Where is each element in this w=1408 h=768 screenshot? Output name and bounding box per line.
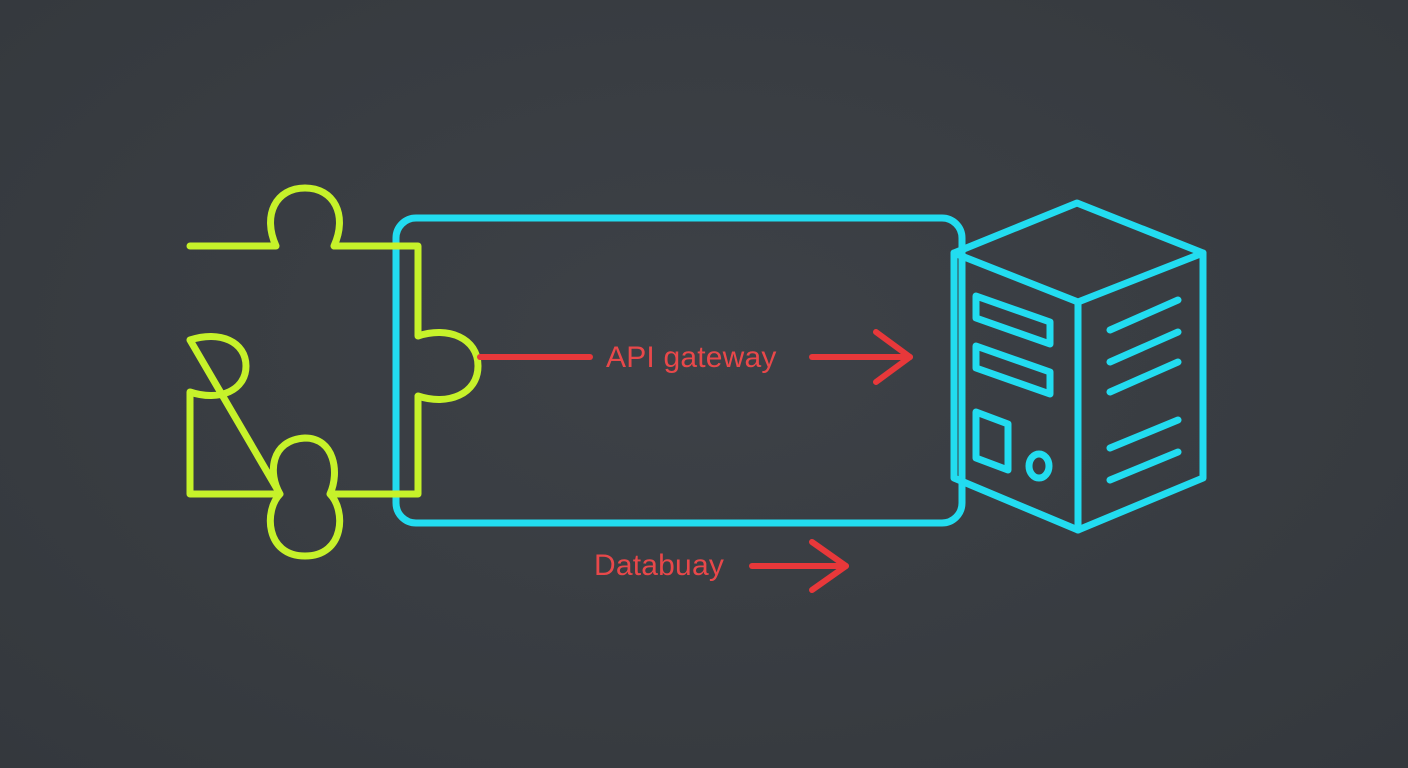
puzzle-piece-icon [186, 184, 482, 560]
database-arrow-head [809, 539, 849, 593]
api-arrow-head [873, 329, 913, 385]
server-drive [972, 408, 1012, 474]
server-slot-2 [972, 342, 1054, 398]
server-slot-1 [972, 292, 1054, 348]
server-top-edges [950, 249, 1207, 306]
server-vent-lines [1106, 296, 1182, 484]
database-label: Databuay [594, 549, 725, 582]
server-outline [950, 199, 1207, 534]
server-cube-icon [950, 199, 1207, 534]
server-power-button [1025, 450, 1053, 482]
api-gateway-label: API gateway [606, 341, 777, 374]
gateway-box [392, 214, 966, 527]
